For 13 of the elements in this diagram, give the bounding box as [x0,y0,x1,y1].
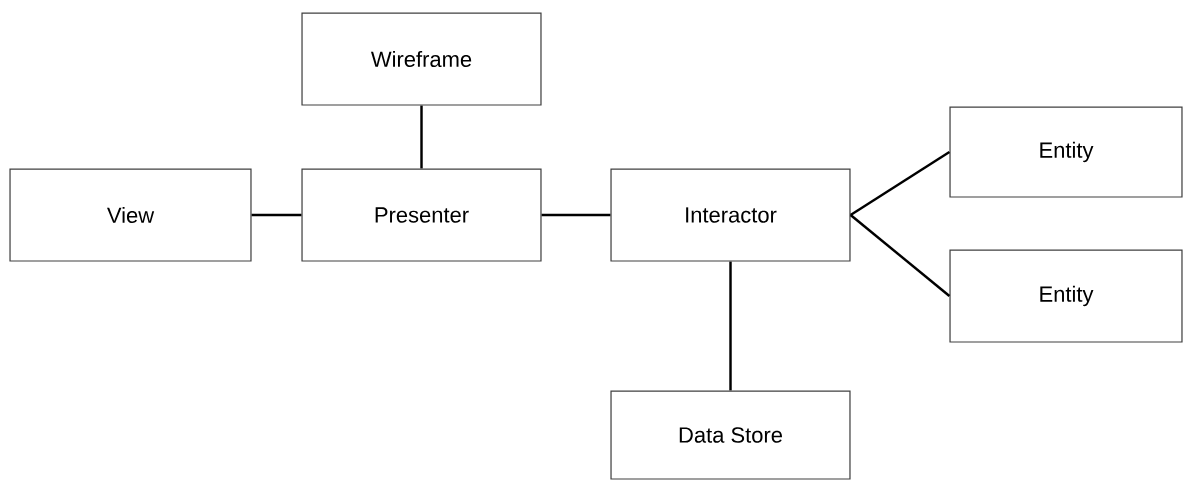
connector-line [849,214,951,297]
connector-line [729,261,732,391]
process-box: Wireframe [301,12,542,106]
connector-line [251,213,302,217]
process-box: View [9,168,252,262]
connector-line [849,150,951,217]
process-box: Entity [949,106,1183,198]
process-box: Entity [949,249,1183,343]
connector-line [541,213,611,217]
process-box: Interactor [610,168,851,262]
process-box: Data Store [610,390,851,480]
process-box: Presenter [301,168,542,262]
connector-line [420,105,423,169]
